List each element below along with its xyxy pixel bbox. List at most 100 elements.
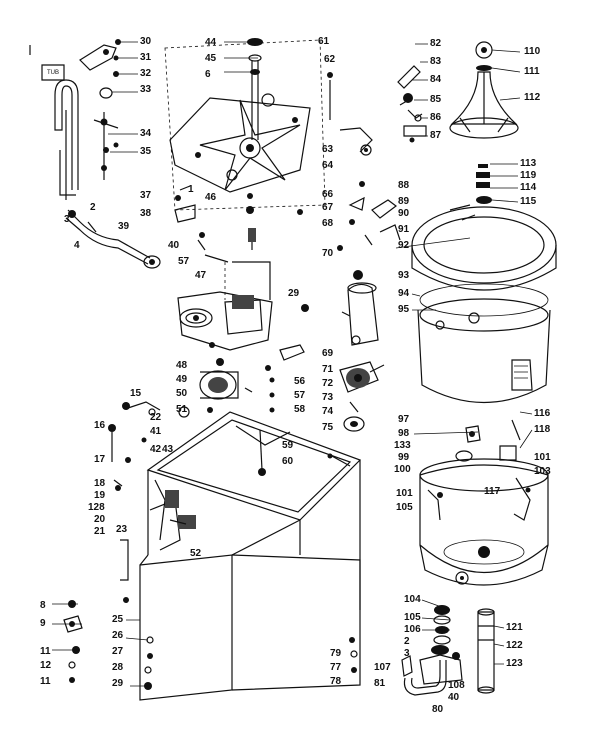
label-11: 11 — [40, 646, 51, 657]
label-2b: 2 — [404, 636, 410, 647]
label-90: 90 — [398, 208, 410, 219]
label-43: 43 — [162, 444, 174, 455]
label-21: 21 — [94, 526, 106, 537]
label-28: 28 — [112, 662, 124, 673]
label-64: 64 — [322, 160, 334, 171]
label-58: 58 — [294, 404, 306, 415]
label-50: 50 — [176, 388, 188, 399]
label-117: 117 — [484, 486, 501, 497]
label-112: 112 — [524, 92, 541, 103]
label-106: 106 — [404, 624, 421, 635]
label-118: 118 — [534, 424, 551, 435]
label-3: 3 — [64, 214, 70, 225]
label-57: 57 — [178, 256, 190, 267]
label-80: 80 — [432, 704, 444, 715]
outer-tub-base — [419, 419, 549, 586]
label-88: 88 — [398, 180, 410, 191]
label-82: 82 — [430, 38, 442, 49]
label-89: 89 — [398, 196, 410, 207]
label-62: 62 — [324, 54, 336, 65]
label-56: 56 — [294, 376, 306, 387]
label-94: 94 — [398, 288, 410, 299]
label-18: 18 — [94, 478, 106, 489]
label-23: 23 — [116, 524, 128, 535]
label-98: 98 — [398, 428, 410, 439]
label-11b: 11 — [40, 676, 51, 687]
label-9: 9 — [40, 618, 46, 629]
label-19: 19 — [94, 490, 106, 501]
label-51: 51 — [176, 404, 188, 415]
label-108: 108 — [448, 680, 465, 691]
label-121: 121 — [506, 622, 523, 633]
callout-labels: 30 31 32 33 34 35 2 3 4 39 40 44 45 6 46… — [40, 36, 551, 715]
label-68: 68 — [322, 218, 334, 229]
label-39: 39 — [118, 221, 130, 232]
label-81: 81 — [374, 678, 386, 689]
label-37: 37 — [140, 190, 152, 201]
label-48: 48 — [176, 360, 188, 371]
label-38: 38 — [140, 208, 152, 219]
label-29: 29 — [288, 288, 300, 299]
label-42: 42 — [150, 444, 162, 455]
label-45: 45 — [205, 53, 217, 64]
label-6: 6 — [205, 69, 211, 80]
label-22: 22 — [150, 412, 162, 423]
label-32: 32 — [140, 68, 152, 79]
label-92: 92 — [398, 240, 410, 251]
hose-assembly: TUB — [29, 39, 161, 269]
cabinet — [139, 406, 362, 701]
label-25: 25 — [112, 614, 124, 625]
label-44: 44 — [205, 37, 217, 48]
pump-assembly — [339, 282, 385, 432]
bracket-parts — [174, 195, 256, 263]
label-20: 20 — [94, 514, 106, 525]
label-60: 60 — [282, 456, 294, 467]
label-2: 2 — [90, 202, 96, 213]
label-49: 49 — [176, 374, 188, 385]
label-8: 8 — [40, 600, 46, 611]
label-119: 119 — [520, 170, 537, 181]
label-84: 84 — [430, 74, 442, 85]
label-57b: 57 — [294, 390, 306, 401]
label-31: 31 — [140, 52, 152, 63]
label-95: 95 — [398, 304, 410, 315]
label-93: 93 — [398, 270, 410, 281]
label-59: 59 — [282, 440, 294, 451]
tub-assembly — [411, 164, 557, 404]
label-91: 91 — [398, 224, 410, 235]
label-15: 15 — [130, 388, 142, 399]
label-113: 113 — [520, 158, 537, 169]
label-116: 116 — [534, 408, 551, 419]
left-small-parts — [108, 401, 187, 603]
label-122: 122 — [506, 640, 523, 651]
switch-parts — [337, 127, 401, 280]
label-35: 35 — [140, 146, 152, 157]
transmission-assembly — [177, 261, 309, 413]
label-123: 123 — [506, 658, 523, 669]
label-34: 34 — [140, 128, 152, 139]
label-77: 77 — [330, 662, 342, 673]
label-101b: 101 — [396, 488, 413, 499]
label-40b: 40 — [448, 692, 460, 703]
label-26: 26 — [112, 630, 124, 641]
label-73: 73 — [322, 392, 334, 403]
label-29b: 29 — [112, 678, 124, 689]
label-41: 41 — [150, 426, 162, 437]
drain-pump-hose — [401, 605, 495, 696]
label-70: 70 — [322, 248, 334, 259]
side-text: TUB — [47, 70, 59, 76]
label-86: 86 — [430, 112, 442, 123]
label-97: 97 — [398, 414, 410, 425]
label-27: 27 — [112, 646, 124, 657]
label-1: 1 — [188, 184, 194, 195]
label-46: 46 — [205, 192, 217, 203]
label-105b: 105 — [404, 612, 421, 623]
label-99: 99 — [398, 452, 410, 463]
label-4: 4 — [74, 240, 80, 251]
agitator — [449, 41, 519, 139]
leader-lines — [52, 41, 533, 687]
label-72: 72 — [322, 378, 334, 389]
label-79: 79 — [330, 648, 342, 659]
label-78: 78 — [330, 676, 342, 687]
